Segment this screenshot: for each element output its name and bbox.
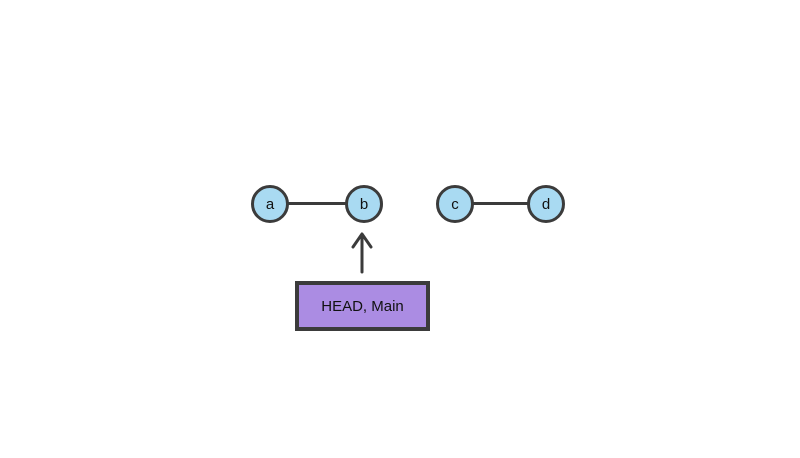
commit-node-c: c bbox=[436, 185, 474, 223]
head-main-label: HEAD, Main bbox=[321, 297, 404, 315]
commit-node-d-label: d bbox=[541, 195, 551, 213]
arrow-up-icon bbox=[351, 232, 373, 274]
head-main-label-box: HEAD, Main bbox=[295, 281, 430, 331]
edge-c-d bbox=[473, 202, 528, 205]
commit-node-d: d bbox=[527, 185, 565, 223]
commit-node-a: a bbox=[251, 185, 289, 223]
commit-node-b-label: b bbox=[359, 195, 369, 213]
commit-node-c-label: c bbox=[451, 195, 459, 213]
commit-node-b: b bbox=[345, 185, 383, 223]
commit-node-a-label: a bbox=[265, 195, 275, 213]
edge-a-b bbox=[288, 202, 346, 205]
